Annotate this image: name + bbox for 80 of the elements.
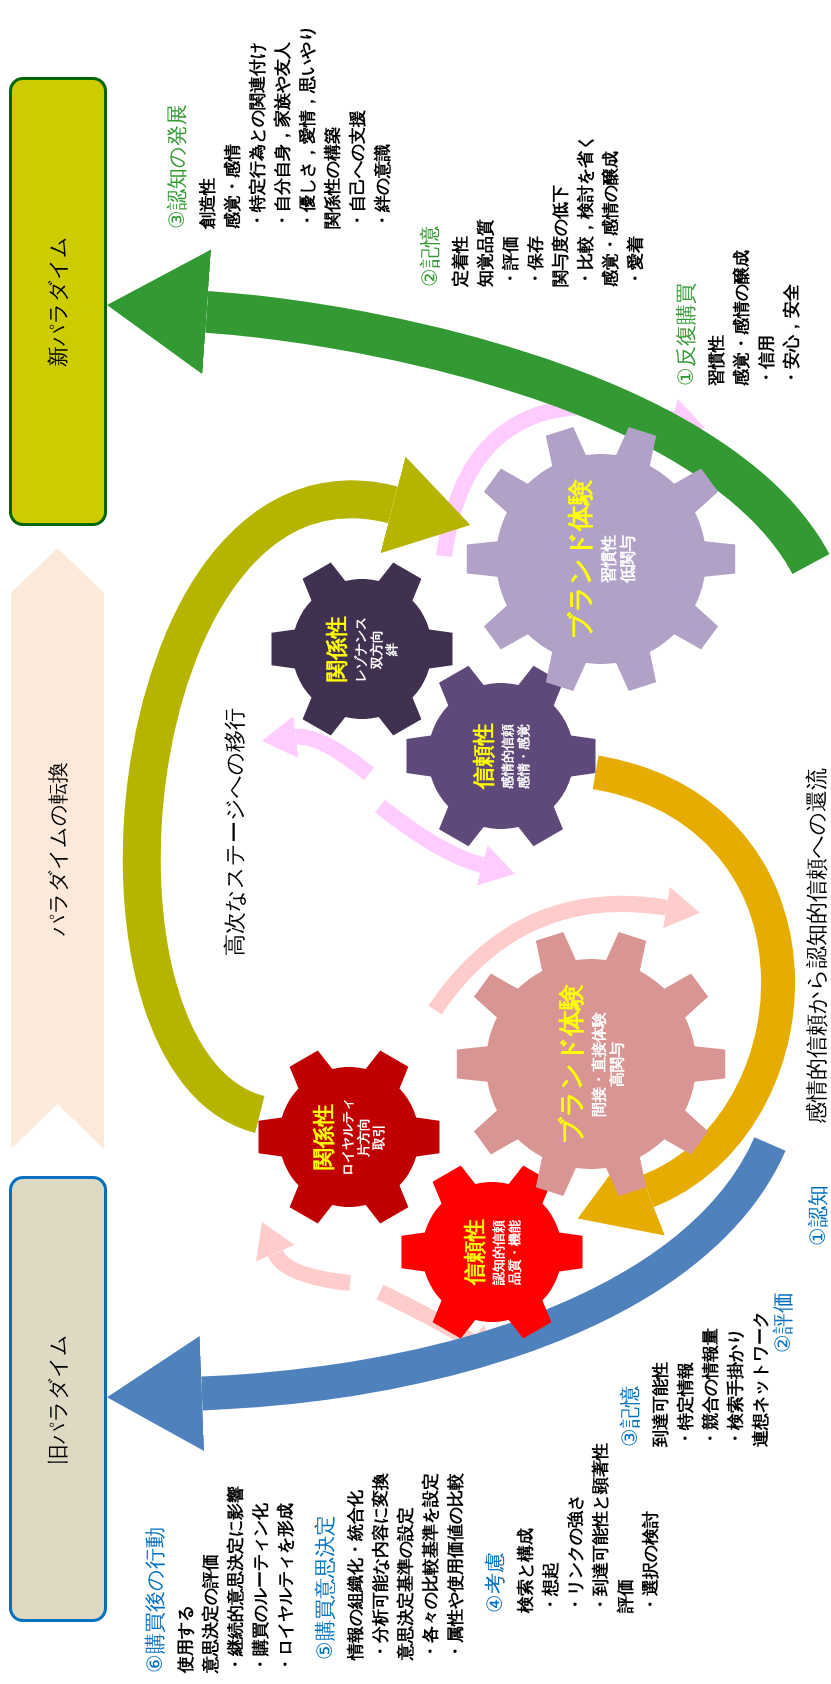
step-text: 習慣性 xyxy=(707,335,726,386)
step-text: ・保存 xyxy=(526,236,545,287)
gear-label: 絆 xyxy=(384,642,401,656)
gear-label: 認知的信頼 xyxy=(491,1219,507,1285)
step-text: 意思決定の評価 xyxy=(201,1554,220,1673)
step-text: 知覚品質 xyxy=(476,219,495,287)
step-text: ・選択の検討 xyxy=(641,1511,660,1613)
step-text: ・ロイヤルティを形成 xyxy=(276,1503,295,1673)
step-text: ・愛着 xyxy=(626,236,645,287)
step-text: ・絆の意識 xyxy=(373,144,392,229)
gear-label: 感情・感覚 xyxy=(515,723,532,789)
step-text: 定着性 xyxy=(451,236,470,287)
paradigm-box xyxy=(9,1176,107,1622)
step-text: 感覚・感情の醸成 xyxy=(601,151,620,287)
step-text: 情報の組織化・統合化 xyxy=(346,1490,365,1660)
gear-label: 双方向 xyxy=(368,629,385,669)
step-text: 連想ネットワーク xyxy=(751,1311,770,1447)
step-text: ・比較，検討を省く xyxy=(576,134,595,287)
box-title: 新パラダイム xyxy=(45,236,70,367)
gear-title: 信頼性 xyxy=(470,723,497,789)
step-text: 関与度の低下 xyxy=(551,185,570,287)
step-text: 使用する xyxy=(176,1605,195,1673)
step-text: 感覚・感情 xyxy=(223,144,242,229)
gear-label: 品質・機能 xyxy=(506,1219,523,1285)
step-heading: ①認知 xyxy=(806,1185,830,1246)
gear-label: 取引 xyxy=(371,1124,388,1150)
step-text: ・自分自身，家族や友人 xyxy=(273,42,292,229)
step-text: ・属性や使用価値の比較 xyxy=(446,1473,465,1660)
step-text: 関係性の構築 xyxy=(323,127,342,229)
step-heading: ④考慮 xyxy=(483,1552,507,1613)
arrow-caption: 感情的信頼から認知的信頼への還流 xyxy=(804,768,830,1124)
step-text: ・安心，安全 xyxy=(782,284,801,386)
arrow xyxy=(107,249,829,576)
step-heading: ②評価 xyxy=(771,1292,795,1353)
gear-label: 感情的信頼 xyxy=(500,723,516,789)
step-text: 検索と構成 xyxy=(516,1528,535,1613)
step-text: ・評価 xyxy=(501,236,520,287)
gear xyxy=(466,424,736,694)
step-text: ・競合の情報量 xyxy=(701,1328,720,1447)
step-text: 創造性 xyxy=(198,178,217,229)
gear-label: 低関与 xyxy=(618,535,638,583)
step-text: ・信用 xyxy=(757,335,776,386)
gear-label: 習慣性 xyxy=(598,535,618,583)
gear-title: ブランド体験 xyxy=(564,479,596,639)
chevron-band xyxy=(11,548,104,1149)
arrow-caption: 高次なステージへの移行 xyxy=(222,708,248,956)
step-text: 感覚・感情の醸成 xyxy=(732,250,751,386)
step-text: ・特定行為との関連付け xyxy=(248,42,267,229)
step-text: ・継続的意思決定に影響 xyxy=(226,1486,245,1673)
gear-title: ブランド体験 xyxy=(555,984,587,1144)
step-heading: ③記憶 xyxy=(618,1386,642,1447)
arrow xyxy=(107,1135,785,1451)
step-heading: ⑥購買後の行動 xyxy=(143,1527,167,1673)
step-text: ・各々の比較基準を設定 xyxy=(421,1473,440,1660)
gear-title: 信頼性 xyxy=(461,1219,488,1285)
paradigm-box xyxy=(9,77,107,526)
step-text: ・優しさ，愛情，思いやり xyxy=(298,25,317,229)
step-heading: ⑤購買意思決定 xyxy=(313,1515,337,1660)
step-heading: ③認知の発展 xyxy=(165,104,189,229)
step-heading: ②記憶 xyxy=(418,226,442,287)
step-text: 到達可能性 xyxy=(651,1362,670,1447)
step-text: ・リンクの強さ xyxy=(566,1494,585,1613)
step-text: ・想起 xyxy=(541,1562,560,1613)
band-title: パラダイムの転換 xyxy=(44,761,70,936)
gear-title: 関係性 xyxy=(323,616,350,682)
step-text: 評価 xyxy=(616,1579,635,1613)
gear-label: レゾナンス xyxy=(353,616,369,682)
box-title: 旧パラダイム xyxy=(45,1333,70,1465)
step-text: ・自己への支援 xyxy=(348,110,367,229)
gear-label: ロイヤルティ xyxy=(340,1098,356,1176)
gear-label: 片方向 xyxy=(355,1117,372,1157)
gear-title: 関係性 xyxy=(310,1104,337,1170)
step-text: ・到達可能性と顕著性 xyxy=(591,1443,610,1613)
step-text: ・検索手掛かり xyxy=(726,1328,745,1447)
step-text: ・購買のルーティン化 xyxy=(251,1503,270,1673)
step-text: ・分析可能な内容に変換 xyxy=(371,1473,390,1660)
step-text: 意思決定基準の設定 xyxy=(396,1507,415,1660)
arrow xyxy=(123,455,473,1132)
step-text: ・特定情報 xyxy=(676,1362,695,1447)
step-heading: ①反復購買 xyxy=(674,283,698,386)
